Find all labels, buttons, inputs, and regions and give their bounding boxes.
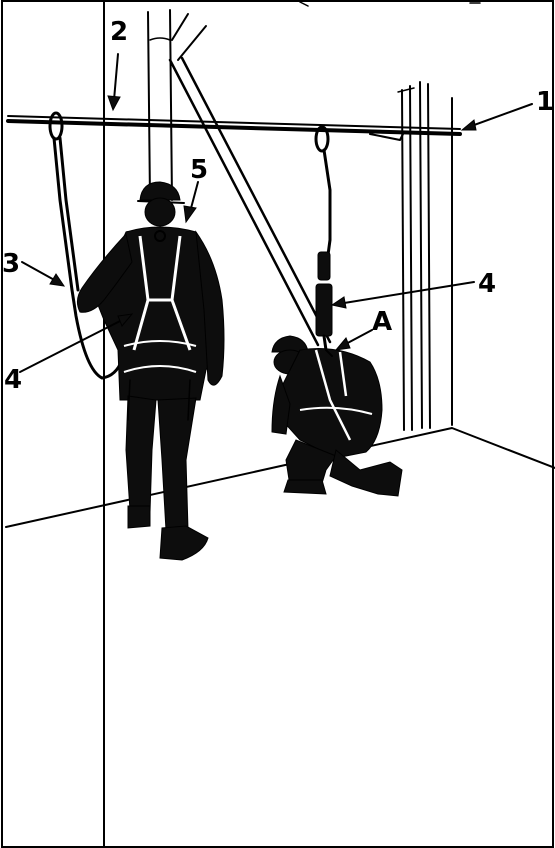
callout-3: 3 (2, 249, 20, 279)
callout-1: 1 (536, 87, 554, 117)
callout-2: 2 (110, 17, 128, 47)
horizontal-lifeline (8, 116, 460, 140)
callout-A: A (372, 307, 392, 337)
leader-lines (20, 54, 532, 372)
floor-lines (6, 428, 555, 527)
top-edge-marks (300, 2, 480, 6)
right-lanyard (316, 127, 332, 350)
callout-5: 5 (190, 155, 208, 185)
callout-4-left: 4 (4, 365, 22, 395)
crouching-worker (272, 336, 402, 496)
callout-4-right: 4 (478, 269, 496, 299)
standing-worker (77, 182, 224, 560)
